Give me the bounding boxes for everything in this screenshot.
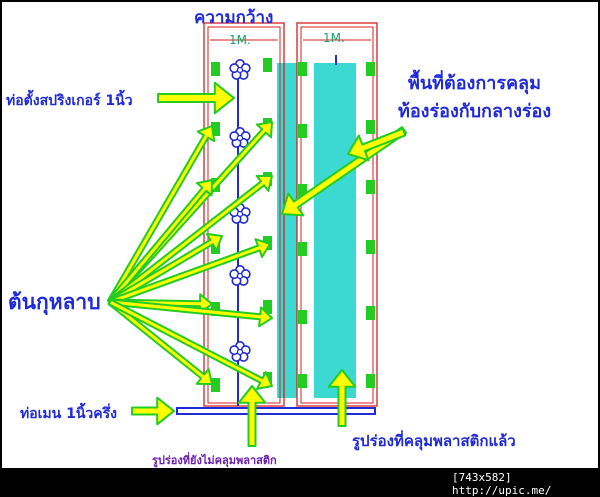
- green-marker: [211, 122, 220, 136]
- rose-center: [236, 210, 244, 218]
- rose-plants: [229, 58, 251, 362]
- green-marker: [263, 300, 272, 314]
- main-pipe: [176, 407, 376, 415]
- main-pipe-label: ท่อเมน 1นิ้วครึ่ง: [20, 406, 117, 422]
- pointer-arrows: [106, 81, 407, 447]
- green-marker: [298, 184, 307, 198]
- rose-pointer-arrow: [107, 298, 273, 390]
- main-pipe-pointer-arrow: [131, 396, 175, 426]
- green-marker: [298, 374, 307, 388]
- width-title: ความกว้าง: [194, 8, 274, 28]
- sprinkler-pointer-arrow: [157, 81, 235, 115]
- rose-pointer-arrow: [107, 174, 273, 305]
- rose-flower: [229, 340, 251, 362]
- coverage-area-label-line2: ท้องร่องกับกลางร่อง: [398, 101, 552, 122]
- green-marker: [366, 120, 375, 134]
- right-bed-width-label: 1M.: [323, 31, 345, 45]
- green-marker: [298, 62, 307, 76]
- rose-center: [236, 272, 244, 280]
- green-marker: [366, 180, 375, 194]
- green-marker: [298, 310, 307, 324]
- coverage-pointer-arrow-gutter: [281, 126, 407, 217]
- rose-pointer-arrow: [107, 232, 223, 306]
- covered-bed-label: รูปร่องที่คลุมพลาสติกแล้ว: [352, 432, 516, 450]
- green-marker: [298, 124, 307, 138]
- rose-pointer-arrow: [108, 238, 271, 306]
- rose-pointer-arrow: [106, 125, 216, 305]
- rose-pointer-arrow: [107, 179, 213, 305]
- coverage-area-label-line1: พื้นที่ต้องการคลุม: [408, 73, 541, 94]
- rose-center: [236, 134, 244, 142]
- uncovered-bed-label: รูปร่องที่ยังไม่คลุมพลาสติก: [152, 454, 277, 467]
- sprinkler-pipe-label: ท่อตั้งสปริงเกอร์ 1นิ้ว: [6, 93, 133, 109]
- plastic-cover-gutter: [277, 63, 297, 398]
- rose-center: [236, 66, 244, 74]
- left-bed-width-label: 1M.: [229, 33, 251, 47]
- diagram-canvas: [2, 2, 598, 468]
- green-marker: [211, 62, 220, 76]
- rose-label: ต้นกุหลาบ: [8, 290, 101, 314]
- image-caption: [743x582] http://upic.me/: [452, 471, 552, 497]
- rose-flower: [229, 264, 251, 286]
- green-marker: [366, 240, 375, 254]
- green-marker: [366, 62, 375, 76]
- rose-flower: [229, 58, 251, 80]
- green-marker: [366, 374, 375, 388]
- rose-center: [236, 348, 244, 356]
- covered-pointer-arrow: [327, 369, 357, 427]
- uncovered-pointer-arrow: [237, 385, 267, 447]
- green-marker: [366, 306, 375, 320]
- green-marker: [211, 378, 220, 392]
- green-marker: [263, 58, 272, 72]
- coverage-pointer-arrow-bed: [347, 127, 407, 162]
- rose-pointer-arrow: [108, 298, 273, 328]
- plastic-cover-bed: [314, 63, 356, 398]
- green-marker: [298, 242, 307, 256]
- rose-flower: [229, 127, 251, 148]
